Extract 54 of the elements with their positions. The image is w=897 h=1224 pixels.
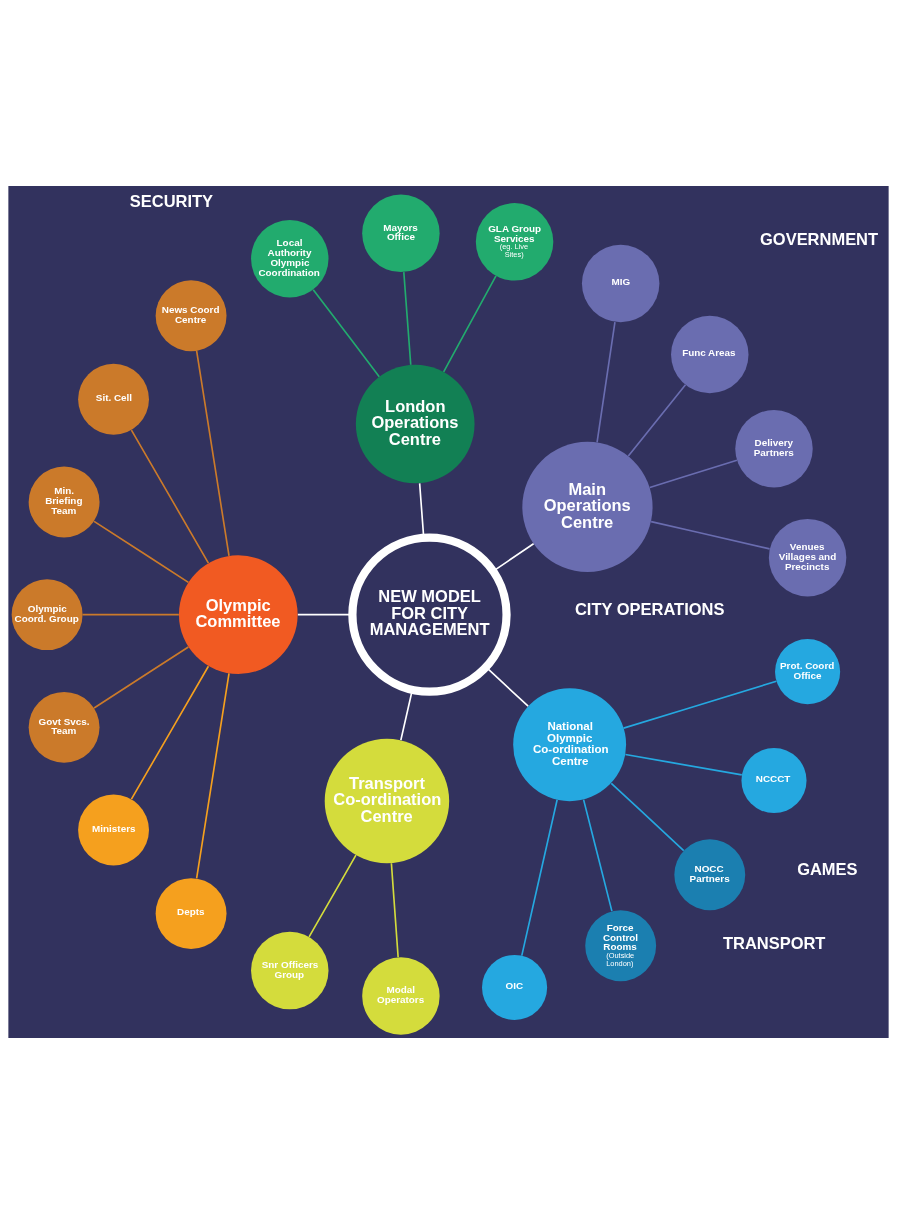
connector bbox=[308, 854, 357, 938]
connector bbox=[520, 798, 558, 957]
node-circle: Venues Villages and Precincts bbox=[768, 518, 847, 597]
node-circle: Delivery Partners bbox=[735, 410, 813, 488]
node-circle: Prot. Coord Office bbox=[775, 639, 841, 705]
node-circle: Govt Svcs. Team bbox=[28, 691, 100, 763]
connector bbox=[627, 383, 687, 457]
connector bbox=[442, 275, 497, 373]
node-circle: Mayors Office bbox=[362, 194, 440, 273]
node-circle: MIG bbox=[581, 244, 660, 323]
node-circle: Olympic Coord. Group bbox=[11, 579, 83, 651]
connector bbox=[93, 520, 190, 584]
node-circle: Snr Officers Group bbox=[251, 931, 329, 1010]
label: CITY OPERATIONS bbox=[574, 600, 725, 619]
connector bbox=[390, 862, 399, 959]
node-circle: GLA Group Services (eg. Live Sites) bbox=[475, 203, 554, 281]
connector bbox=[650, 520, 771, 550]
connector bbox=[312, 288, 381, 378]
node-circle: NCCCT bbox=[741, 748, 807, 814]
connector bbox=[485, 666, 529, 707]
node-circle: Transport Co-ordination Centre bbox=[324, 738, 450, 864]
node-circle: OIC bbox=[482, 954, 548, 1020]
node-circle: Depts bbox=[155, 878, 227, 950]
node-circle: Modal Operators bbox=[362, 957, 440, 1035]
node-circle: Olympic Committee bbox=[178, 555, 298, 674]
node-circle: Func Areas bbox=[671, 315, 749, 394]
node-circle: National Olympic Co-ordination Centre bbox=[513, 688, 627, 802]
label: GAMES bbox=[797, 860, 858, 879]
connector bbox=[130, 665, 210, 800]
connector bbox=[610, 782, 685, 852]
connector bbox=[622, 680, 778, 729]
node-circle: London Operations Centre bbox=[355, 364, 475, 484]
connector bbox=[93, 646, 190, 709]
connector bbox=[195, 672, 230, 880]
node-circle: Ministers bbox=[78, 794, 149, 866]
connector bbox=[81, 613, 180, 616]
label: SECURITY bbox=[129, 192, 214, 211]
connector bbox=[649, 459, 738, 489]
node-circle: News Coord Centre bbox=[155, 280, 227, 352]
label: GOVERNMENT bbox=[760, 229, 879, 248]
connector bbox=[624, 753, 743, 776]
label: TRANSPORT bbox=[722, 934, 826, 953]
node-circle: Local Authority Olympic Coordination bbox=[251, 219, 329, 298]
connector bbox=[582, 798, 613, 912]
connector bbox=[195, 350, 230, 557]
node-circle: NOCC Partners bbox=[674, 839, 746, 911]
connector bbox=[596, 321, 616, 444]
node-circle: NEW MODEL FOR CITY MANAGEMENT bbox=[348, 533, 511, 696]
node-circle: Min. Briefing Team bbox=[28, 466, 100, 538]
node-circle: Force Control Rooms (Outside London) bbox=[585, 910, 657, 982]
connector bbox=[130, 429, 210, 564]
connector bbox=[403, 271, 412, 366]
node-circle: Sit. Cell bbox=[78, 363, 149, 435]
node-circle: Main Operations Centre bbox=[522, 441, 653, 573]
